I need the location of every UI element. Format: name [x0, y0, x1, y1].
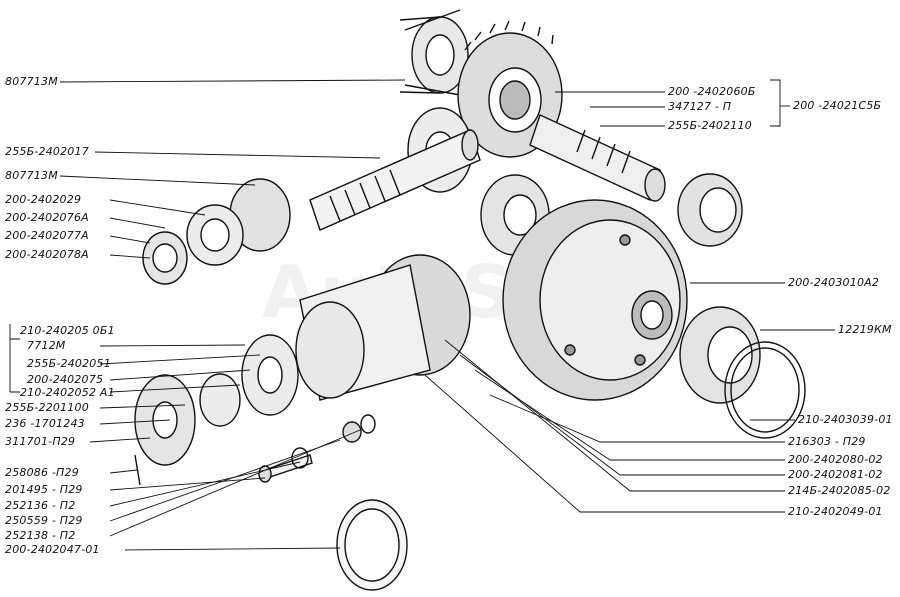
part-label-216303-p29: 216303 - П29 [788, 435, 866, 448]
part-label-236-1701243: 236 -1701243 [5, 417, 85, 430]
left-bearing-assembly-drawing [142, 178, 291, 285]
part-label-255b-2402110: 255Б-2402110 [668, 119, 752, 132]
part-label-200-2403010a2: 200-2403010А2 [788, 276, 880, 289]
part-label-200-2402075: 200-2402075 [27, 373, 104, 386]
part-label-200-2402077a: 200-2402077А [5, 229, 89, 242]
part-label-807713m: 807713М [5, 169, 58, 182]
ring-gear-drawing [502, 199, 688, 401]
right-leader-lines [424, 79, 835, 513]
part-label-200-2402105b: 200 -24021С5Б [793, 99, 882, 112]
bevel-gear-drawing [457, 20, 563, 158]
part-label-12219km: 12219КМ [838, 323, 892, 336]
part-label-200-2402047-01: 200-2402047-01 [5, 543, 100, 556]
part-label-210-2402050b1: 210-240205 0Б1 [20, 324, 115, 337]
gasket-drawing [336, 499, 408, 591]
part-label-255b-2402051: 255Б-2402051 [27, 357, 111, 370]
differential-housing-drawing [241, 254, 471, 416]
part-label-210-2402052a1: 210-2402052 А1 [20, 386, 115, 399]
cotter-pin-drawing [134, 454, 141, 486]
part-label-200-2402060b: 200 -2402060Б [668, 85, 756, 98]
right-upper-bearing-drawing [677, 173, 743, 247]
left-leader-lines [9, 79, 406, 551]
part-label-201495-p29: 201495 - П29 [5, 483, 83, 496]
part-label-255b-2201100: 255Б-2201100 [5, 401, 89, 414]
part-label-250559-p29: 250559 - П29 [5, 514, 83, 527]
part-label-7712m: 7712М [27, 339, 66, 352]
part-label-214b-2402085-02: 214Б-2402085-02 [788, 484, 891, 497]
part-label-210-2402049-01: 210-2402049-01 [788, 505, 883, 518]
part-label-252136-p2: 252136 - П2 [5, 499, 76, 512]
part-label-200-2402078a: 200-2402078А [5, 248, 89, 261]
top-bearing-drawing [399, 9, 469, 96]
part-label-200-2402081-02: 200-2402081-02 [788, 468, 883, 481]
part-label-200-2402029: 200-2402029 [5, 193, 82, 206]
part-label-255b-2402017: 255Б-2402017 [5, 145, 89, 158]
long-shaft-drawing [309, 129, 481, 231]
part-label-347127-p: 347127 - П [668, 100, 732, 113]
part-label-200-2402076a: 200-2402076А [5, 211, 89, 224]
right-lower-bearing-drawing [679, 306, 761, 404]
snap-ring-drawing [724, 341, 806, 439]
part-label-807713m-top: 807713М [5, 75, 58, 88]
right-shaft-drawing [529, 114, 666, 202]
part-label-252138-p2: 252138 - П2 [5, 529, 76, 542]
part-label-200-2402080-02: 200-2402080-02 [788, 453, 883, 466]
part-label-311701-p29: 311701-П29 [5, 435, 76, 448]
part-label-258086-p29: 258086 -П29 [5, 466, 79, 479]
part-label-210-2403039-01: 210-2403039-01 [798, 413, 893, 426]
